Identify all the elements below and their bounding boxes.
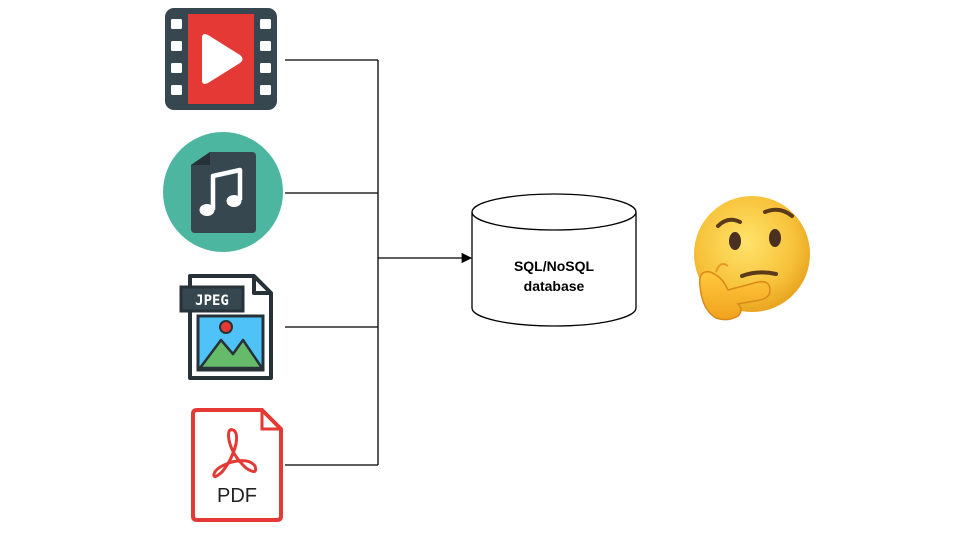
database-label-line1: SQL/NoSQL <box>514 258 595 274</box>
pdf-file-label: PDF <box>217 485 257 507</box>
thinking-face-icon <box>694 196 810 321</box>
jpeg-image-file-icon: JPEG <box>179 274 273 380</box>
database-cylinder: SQL/NoSQL database <box>471 193 637 327</box>
video-file-icon <box>165 8 277 110</box>
pdf-file-icon: PDF <box>191 408 283 522</box>
database-label-line2: database <box>524 278 585 294</box>
music-file-icon <box>163 132 283 252</box>
jpeg-badge-text: JPEG <box>195 293 229 309</box>
connector-lines <box>285 59 473 466</box>
